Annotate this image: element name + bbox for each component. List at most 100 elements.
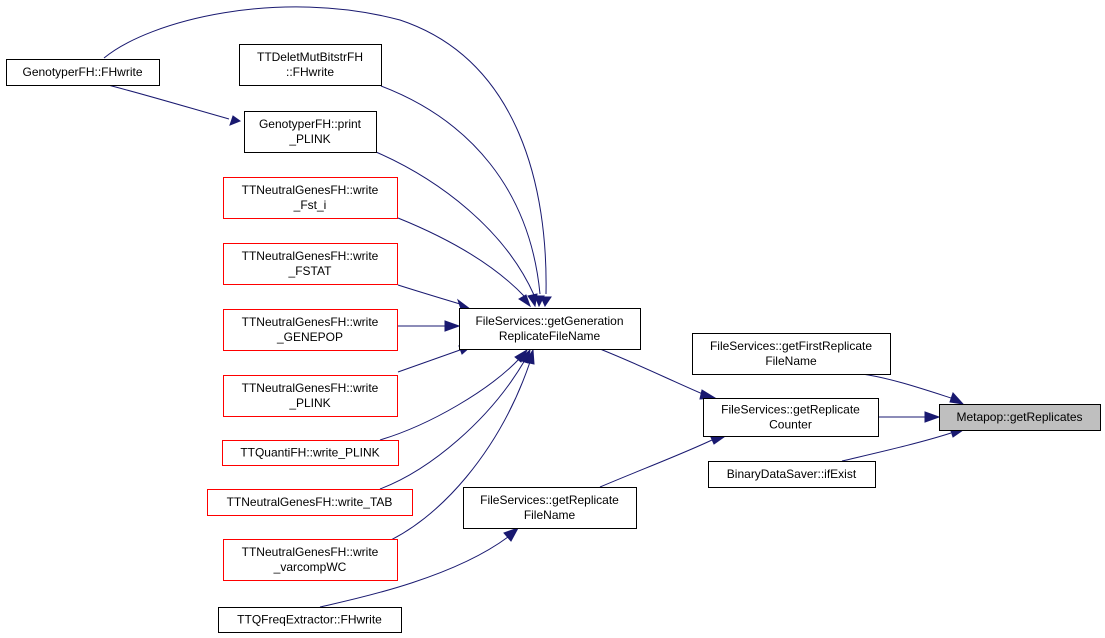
node-label-line: TTNeutralGenesFH::write_TAB: [227, 495, 393, 509]
edge-fs_get_generation_replicate_filename-to-neutral_write_fstat: [397, 284, 472, 310]
edge-fs_get_generation_replicate_filename-to-neutral_write_fst_i: [397, 217, 531, 308]
edge-line: [379, 357, 521, 441]
node-label-line: FileServices::getReplicate: [721, 403, 860, 417]
edge-line: [379, 359, 526, 490]
arrow-head-icon: [924, 411, 941, 423]
node-box[interactable]: [463, 487, 637, 529]
edge-line: [861, 373, 952, 399]
node-box[interactable]: [223, 243, 398, 285]
edge-line: [841, 432, 952, 462]
node-fs_get_generation_replicate_filename[interactable]: FileServices::getGenerationReplicateFile…: [459, 308, 641, 350]
node-label-line: _GENEPOP: [276, 330, 343, 344]
edge-fs_get_generation_replicate_filename-to-genotyper_print_plink: [375, 151, 538, 308]
edge-line: [397, 349, 461, 373]
arrow-head-icon: [540, 296, 552, 308]
edge-line: [103, 83, 230, 120]
node-box[interactable]: [939, 404, 1101, 431]
node-label-line: _varcompWC: [273, 560, 347, 574]
node-label-line: FileName: [524, 508, 576, 522]
node-label-line: TTNeutralGenesFH::write: [242, 545, 379, 559]
node-label-line: TTNeutralGenesFH::write: [242, 249, 379, 263]
arrow-head-icon: [699, 389, 717, 400]
node-label-line: _PLINK: [288, 396, 330, 410]
arrow-head-icon: [524, 348, 535, 365]
arrow-head-icon: [534, 295, 545, 308]
node-label-line: TTNeutralGenesFH::write: [242, 183, 379, 197]
node-box[interactable]: [239, 44, 382, 86]
node-genotyper_fhwrite[interactable]: GenotyperFH::FHwrite: [6, 59, 160, 86]
node-neutral_write_fst_i[interactable]: TTNeutralGenesFH::write_Fst_i: [223, 177, 398, 219]
node-label-line: FileServices::getReplicate: [480, 493, 619, 507]
arrow-head-icon: [457, 298, 472, 310]
node-neutral_write_plink[interactable]: TTNeutralGenesFH::write_PLINK: [223, 375, 398, 417]
edge-fs_get_generation_replicate_filename-to-quanti_write_plink: [379, 348, 529, 441]
node-genotyper_print_plink[interactable]: GenotyperFH::print_PLINK: [244, 111, 377, 153]
arrow-head-icon: [229, 115, 242, 126]
arrow-head-icon: [503, 527, 520, 542]
edge-fs_get_generation_replicate_filename-to-neutral_write_genepop: [398, 320, 461, 332]
node-box[interactable]: [244, 111, 377, 153]
node-label-line: FileServices::getFirstReplicate: [710, 339, 872, 353]
node-box[interactable]: [223, 539, 398, 581]
node-neutral_write_varcompwc[interactable]: TTNeutralGenesFH::write_varcompWC: [223, 539, 398, 581]
node-label-line: FileName: [765, 354, 817, 368]
node-label-line: GenotyperFH::print: [259, 117, 362, 131]
arrow-head-icon: [444, 320, 461, 332]
edge-line: [397, 284, 461, 305]
node-label-line: _Fst_i: [293, 198, 327, 212]
node-box[interactable]: [6, 59, 160, 86]
node-neutral_write_fstat[interactable]: TTNeutralGenesFH::write_FSTAT: [223, 243, 398, 285]
node-metapop_get_replicates[interactable]: Metapop::getReplicates: [939, 404, 1101, 431]
node-label-line: TTNeutralGenesFH::write: [242, 381, 379, 395]
edge-fs_get_generation_replicate_filename-to-neutral_write_varcompwc: [379, 348, 535, 546]
edge-fs_get_generation_replicate_filename-to-ttdeletmut_fhwrite: [380, 85, 545, 308]
edge-metapop_get_replicates-to-fs_get_first_replicate_filename: [861, 373, 965, 405]
node-box[interactable]: [708, 461, 876, 488]
node-label-line: BinaryDataSaver::ifExist: [727, 467, 857, 481]
node-label-line: TTNeutralGenesFH::write: [242, 315, 379, 329]
node-label-line: Counter: [769, 418, 812, 432]
node-label-line: _FSTAT: [288, 264, 333, 278]
node-label-line: TTDeletMutBitstrFH: [257, 50, 363, 64]
edge-line: [397, 217, 526, 298]
node-label-line: TTQFreqExtractor::FHwrite: [237, 613, 382, 627]
node-box[interactable]: [218, 607, 402, 633]
node-label-line: Metapop::getReplicates: [956, 410, 1082, 424]
node-ttdeletmut_fhwrite[interactable]: TTDeletMutBitstrFH::FHwrite: [239, 44, 382, 86]
node-box[interactable]: [223, 309, 398, 351]
node-box[interactable]: [222, 440, 399, 466]
node-box[interactable]: [692, 333, 891, 375]
node-label-line: ReplicateFileName: [499, 329, 601, 343]
node-binarydatasaver_ifexist[interactable]: BinaryDataSaver::ifExist: [708, 461, 876, 488]
node-label-line: FileServices::getGeneration: [475, 314, 623, 328]
nodes-layer: GenotyperFH::FHwrite TTDeletMutBitstrFH::…: [6, 44, 1101, 633]
edge-fs_get_replicate_filename-to-qfreq_fhwrite: [319, 527, 520, 608]
edge-fs_get_generation_replicate_filename-to-genotyper_fhwrite: [103, 6, 552, 308]
node-qfreq_fhwrite[interactable]: TTQFreqExtractor::FHwrite: [218, 607, 402, 633]
edge-line: [319, 536, 509, 608]
node-label-line: TTQuantiFH::write_PLINK: [240, 446, 379, 460]
node-box[interactable]: [703, 398, 879, 437]
node-neutral_write_tab[interactable]: TTNeutralGenesFH::write_TAB: [207, 489, 413, 516]
node-label-line: _PLINK: [288, 132, 330, 146]
node-neutral_write_genepop[interactable]: TTNeutralGenesFH::write_GENEPOP: [223, 309, 398, 351]
node-quanti_write_plink[interactable]: TTQuantiFH::write_PLINK: [222, 440, 399, 466]
node-box[interactable]: [459, 308, 641, 350]
node-box[interactable]: [223, 375, 398, 417]
edge-line: [599, 348, 706, 396]
arrow-head-icon: [518, 294, 531, 308]
node-label-line: ::FHwrite: [286, 65, 334, 79]
edge-line: [380, 85, 541, 295]
node-box[interactable]: [223, 177, 398, 219]
edge-line: [103, 6, 547, 295]
edge-line: [599, 439, 713, 488]
arrow-head-icon: [527, 293, 538, 308]
edge-metapop_get_replicates-to-fs_get_replicate_counter: [879, 411, 941, 423]
edge-line: [379, 361, 531, 546]
node-box[interactable]: [207, 489, 413, 516]
node-label-line: GenotyperFH::FHwrite: [22, 65, 142, 79]
